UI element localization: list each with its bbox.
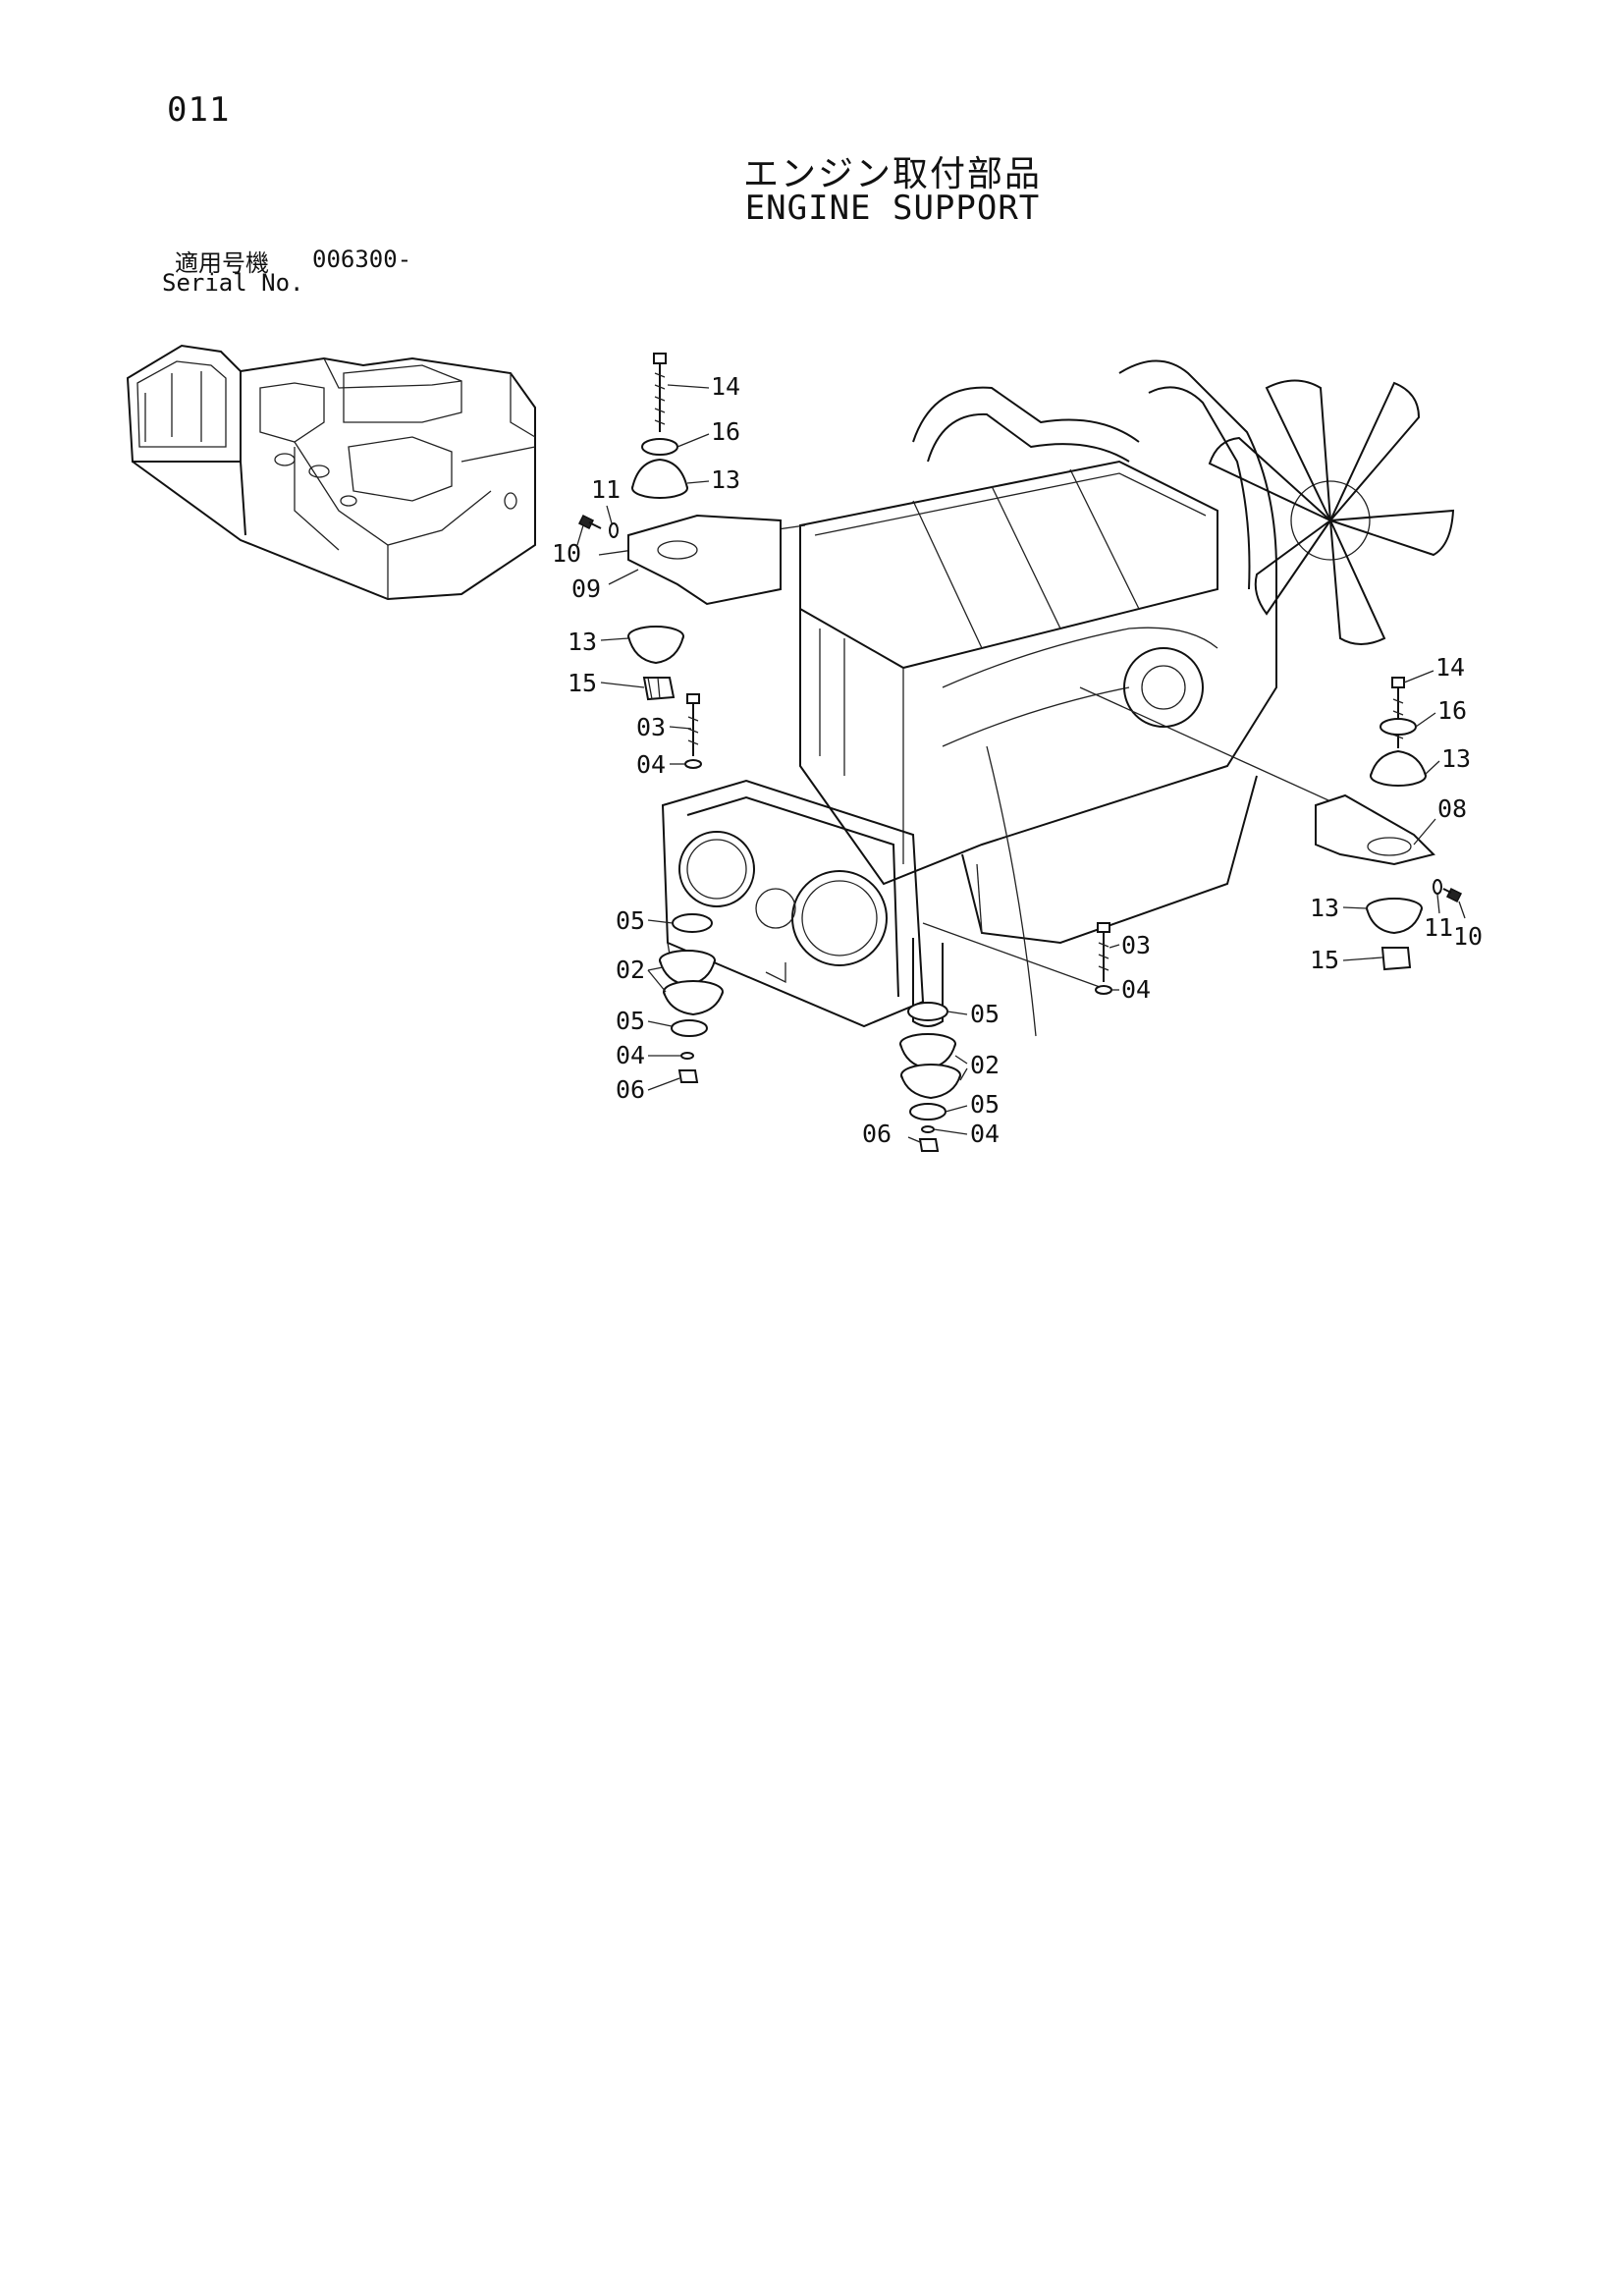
- callout-04: 04: [636, 750, 666, 779]
- callout-13: 13: [568, 628, 597, 656]
- page-title-english: ENGINE SUPPORT: [744, 189, 1041, 228]
- callout-06: 06: [616, 1075, 645, 1104]
- callout-10: 10: [552, 539, 581, 568]
- callout-05: 05: [616, 906, 645, 935]
- right-front-bolt-parts: [1095, 922, 1112, 995]
- callout-05: 05: [616, 1007, 645, 1035]
- callout-08: 08: [1437, 794, 1467, 823]
- callout-14: 14: [1435, 653, 1465, 682]
- page-title-japanese: エンジン取付部品: [742, 154, 1042, 194]
- leader-lines: [576, 384, 1466, 1143]
- callout-05: 05: [970, 1000, 1000, 1028]
- front-left-bolt-parts: [684, 693, 702, 769]
- left-rear-mount-parts: [577, 353, 782, 701]
- callout-09: 09: [571, 574, 601, 603]
- callout-04: 04: [970, 1120, 1000, 1148]
- callout-13: 13: [1441, 744, 1471, 773]
- callout-15: 15: [568, 669, 597, 697]
- callout-15: 15: [1310, 946, 1339, 974]
- engine-illustration: [598, 359, 1455, 1037]
- serial-number-value: 006300-: [312, 246, 412, 273]
- callout-03: 03: [636, 713, 666, 741]
- callout-13: 13: [711, 465, 740, 494]
- callout-03: 03: [1121, 931, 1151, 959]
- right-rear-mount-parts: [1315, 677, 1463, 971]
- callout-02: 02: [616, 956, 645, 984]
- right-lower-mount-parts: [899, 1002, 961, 1152]
- callout-05: 05: [970, 1090, 1000, 1119]
- flywheel-housing: [661, 779, 925, 1028]
- callout-02: 02: [970, 1051, 1000, 1079]
- callout-16: 16: [1437, 696, 1467, 725]
- callout-14: 14: [711, 372, 740, 401]
- callout-04: 04: [1121, 975, 1151, 1004]
- callout-04: 04: [616, 1041, 645, 1069]
- cooling-fan: [1208, 379, 1455, 645]
- callout-11: 11: [591, 475, 621, 504]
- callout-13: 13: [1310, 894, 1339, 922]
- page-number: 011: [167, 90, 231, 130]
- callout-16: 16: [711, 417, 740, 446]
- serial-label-japanese: 適用号機: [175, 249, 269, 277]
- callout-06: 06: [862, 1120, 892, 1148]
- callout-labels: 14 16 13 11 10 09 13 15 03 04 05 02 05 0…: [552, 372, 1483, 1148]
- callout-11: 11: [1424, 913, 1453, 942]
- left-lower-mount-parts: [659, 913, 724, 1083]
- serial-label-english: Serial No.: [162, 269, 304, 297]
- excavator-location-thumbnail: [126, 344, 536, 601]
- callout-10: 10: [1453, 922, 1483, 951]
